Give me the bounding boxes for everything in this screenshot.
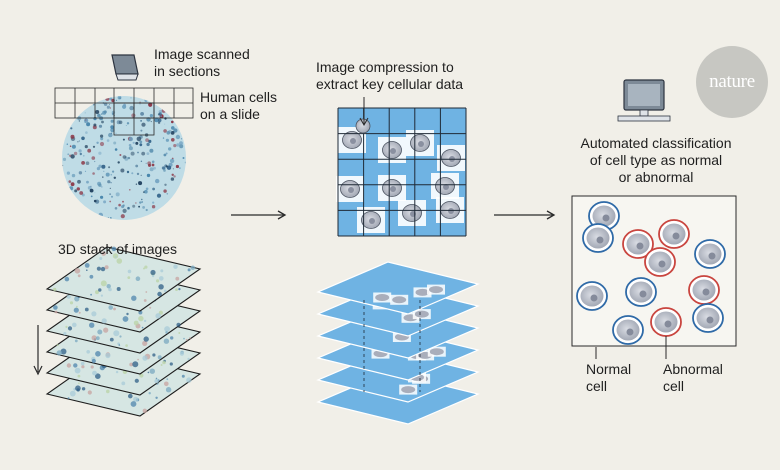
arrow-right-icon — [231, 210, 556, 220]
scanner-icon — [111, 54, 139, 81]
compressed-stack-3d — [316, 261, 480, 425]
nature-logo: nature — [696, 46, 768, 118]
classification-panel — [571, 195, 737, 359]
stack-label: 3D stack of images — [58, 241, 178, 257]
logo-wordmark: nature — [709, 71, 755, 92]
abnormal-cell-label: Abnormal cell — [663, 361, 723, 394]
scan-label: Image scanned in sections — [154, 46, 250, 79]
normal-cell-label: Normal cell — [586, 361, 632, 394]
scan-grid — [54, 87, 194, 136]
compressed-image-grid — [336, 97, 467, 237]
cells-label: Human cells on a slide — [200, 89, 278, 122]
compression-label: Image compression to extract key cellula… — [316, 59, 464, 92]
slide-of-cells — [62, 96, 186, 220]
image-stack-3d — [33, 246, 202, 417]
computer-icon — [617, 79, 671, 122]
classification-label: Automated classification of cell type as… — [580, 135, 732, 185]
